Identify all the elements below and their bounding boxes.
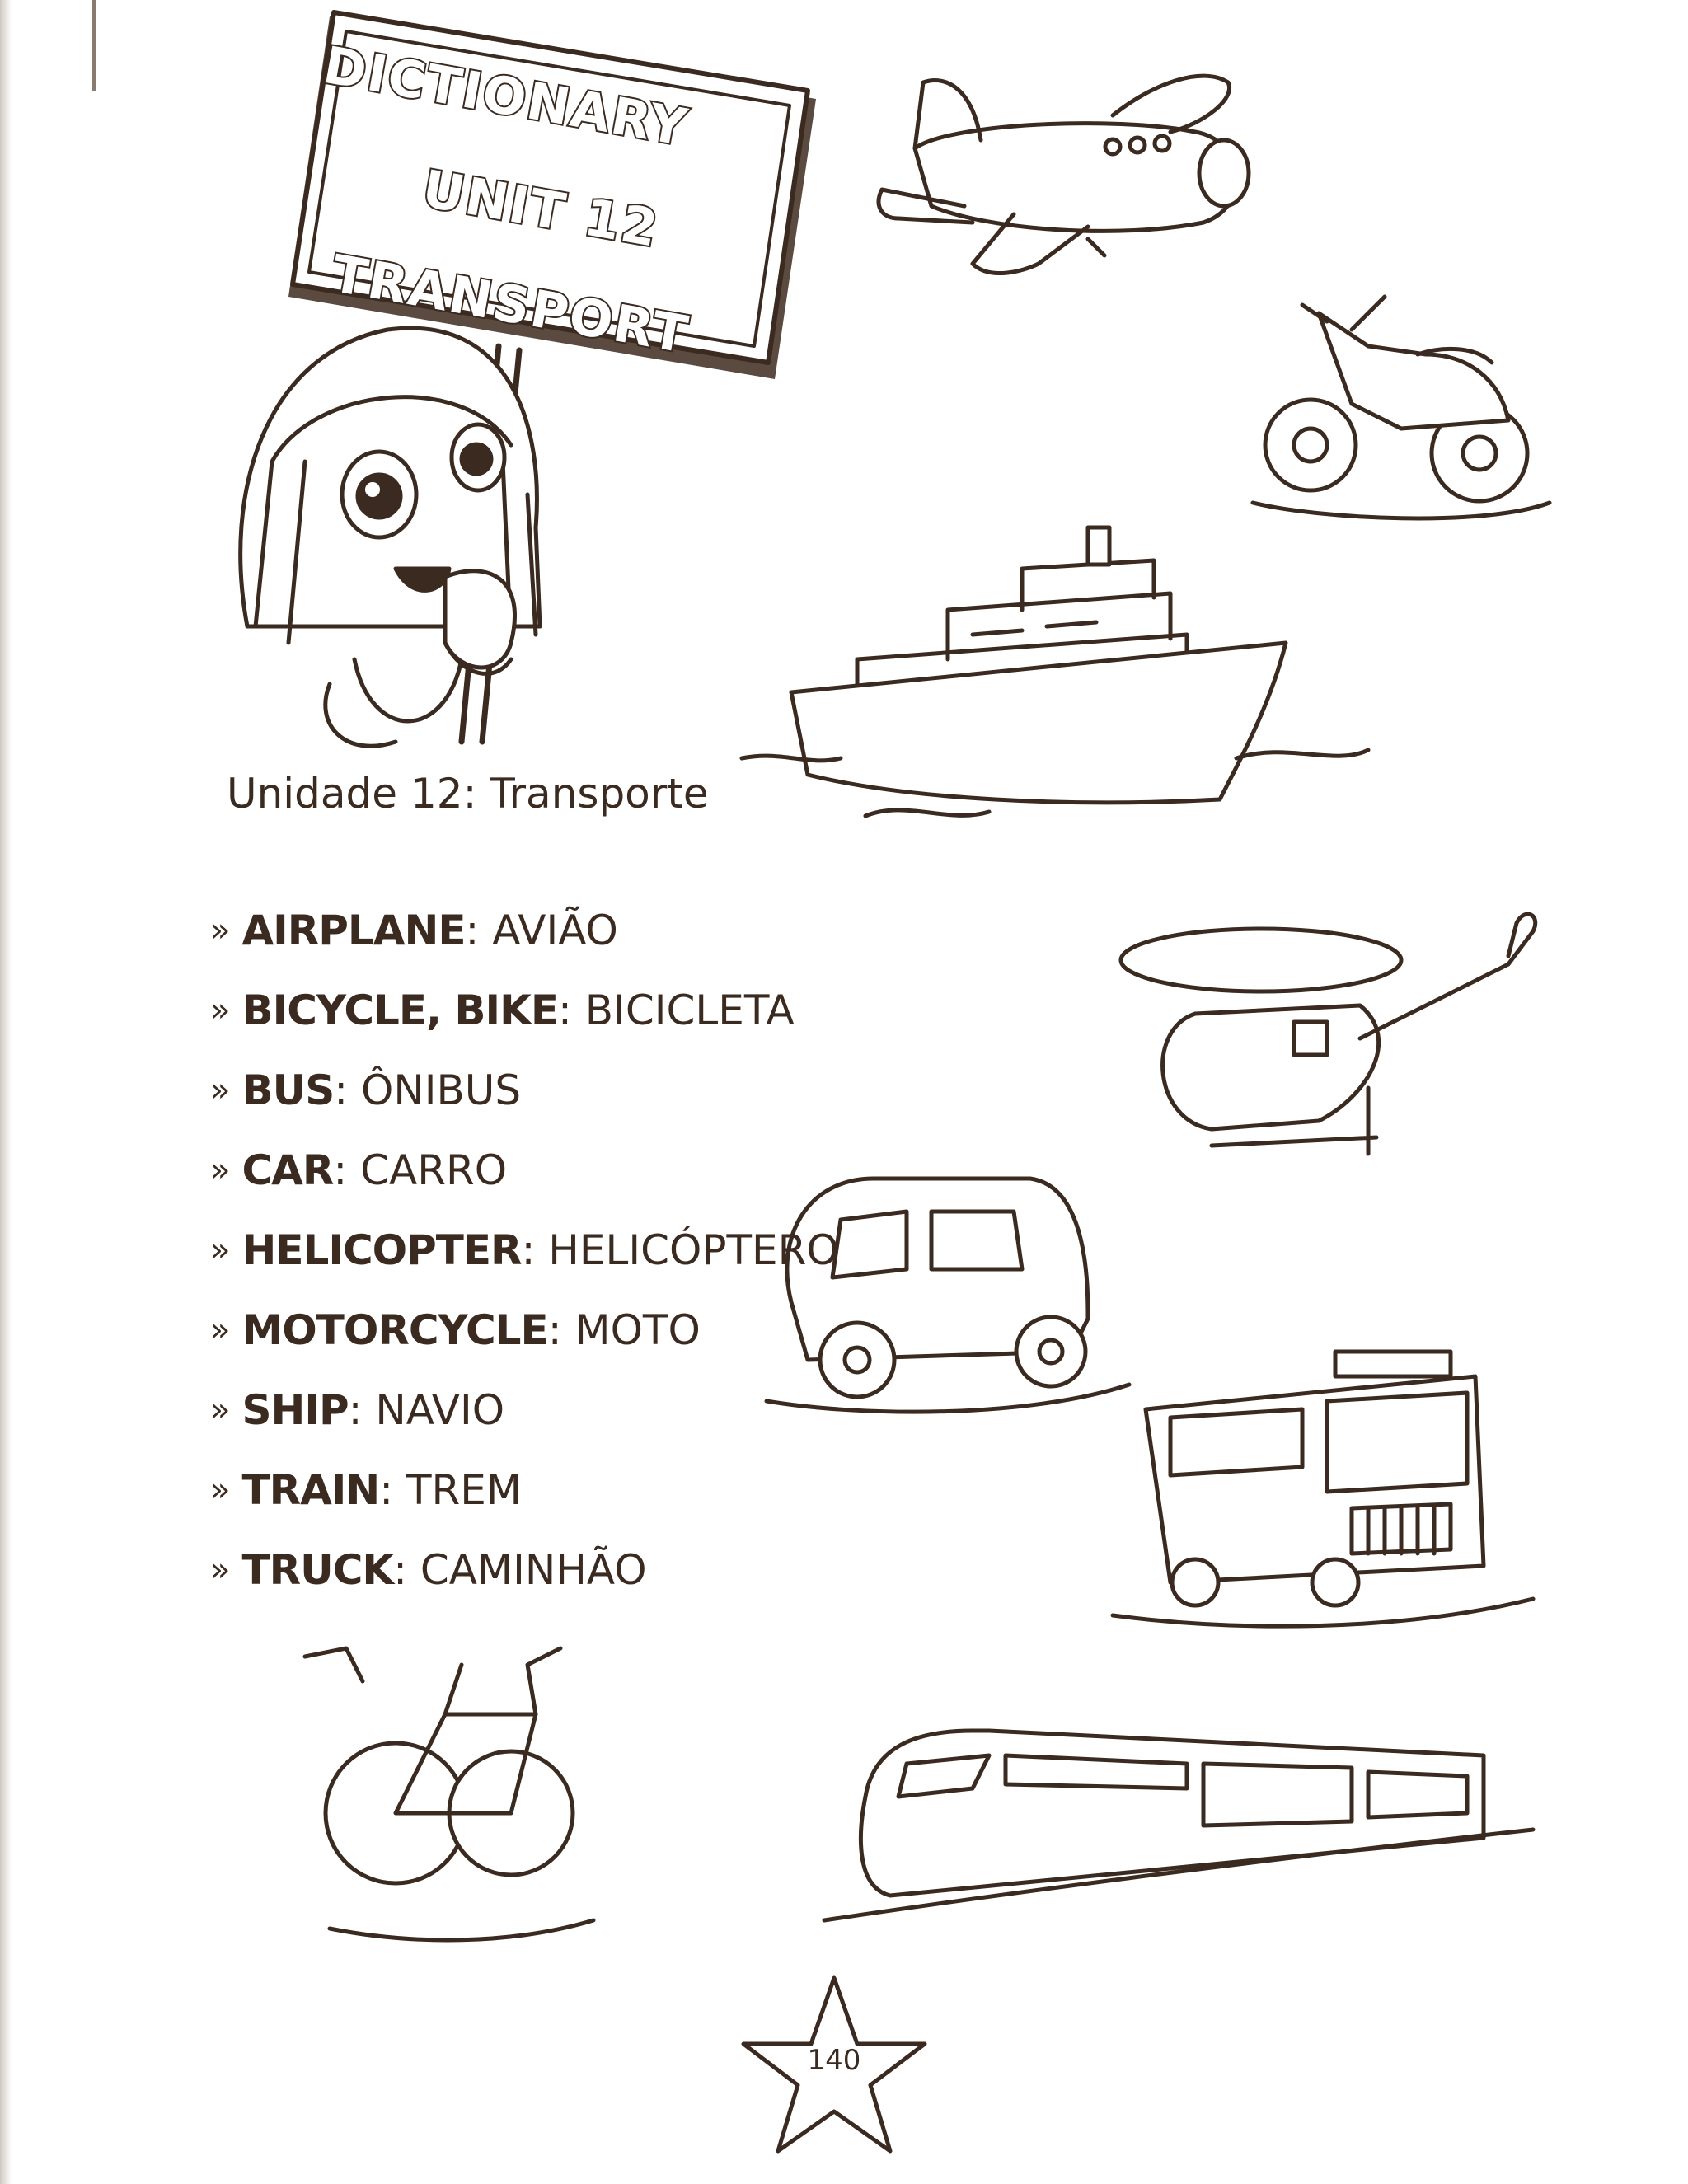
girl-holding-sign-illustration — [238, 10, 816, 748]
bullet-icon: » — [210, 1470, 231, 1509]
list-item: » BICYCLE, BIKE: BICICLETA — [210, 970, 837, 1050]
bullet-icon: » — [210, 1390, 231, 1429]
english-word: AIRPLANE — [241, 906, 466, 954]
bullet-icon: » — [210, 911, 231, 949]
page-subtitle: Unidade 12: Transporte — [227, 770, 709, 818]
list-item: » TRAIN: TREM — [210, 1450, 837, 1530]
list-item: » BUS: ÔNIBUS — [210, 1050, 837, 1130]
english-word: TRUCK — [241, 1545, 394, 1594]
portuguese-word: : CARRO — [333, 1146, 508, 1194]
page-edge-shadow — [0, 0, 12, 2184]
english-word: BICYCLE, BIKE — [241, 986, 559, 1034]
bullet-icon: » — [210, 1310, 231, 1349]
portuguese-word: : MOTO — [547, 1305, 701, 1354]
english-word: TRAIN — [241, 1465, 380, 1514]
list-item: » HELICOPTER: HELICÓPTERO — [210, 1210, 839, 1290]
portuguese-word: : TREM — [379, 1465, 523, 1514]
english-word: BUS — [241, 1066, 335, 1114]
vocabulary-list: » AIRPLANE: AVIÃO » BICYCLE, BIKE: BICICLE… — [210, 890, 839, 1610]
bullet-icon: » — [210, 1151, 231, 1189]
car-illustration — [764, 1176, 1132, 1414]
list-item: » CAR: CARRO — [210, 1130, 837, 1210]
bullet-icon: » — [210, 991, 231, 1029]
portuguese-word: : BICICLETA — [558, 986, 795, 1034]
train-illustration — [822, 1728, 1536, 1923]
helicopter-illustration — [1118, 912, 1538, 1156]
english-word: SHIP — [241, 1385, 349, 1434]
bullet-icon: » — [210, 1550, 231, 1589]
english-word: CAR — [241, 1146, 334, 1194]
portuguese-word: : ÔNIBUS — [334, 1066, 522, 1114]
page-number: 140 — [807, 2044, 861, 2077]
page-edge-line — [92, 0, 96, 91]
list-item: » TRUCK: CAMINHÃO — [210, 1530, 837, 1610]
portuguese-word: : HELICÓPTERO — [521, 1226, 839, 1274]
bullet-icon: » — [210, 1071, 231, 1109]
bus-illustration — [1110, 1349, 1536, 1629]
english-word: MOTORCYCLE — [241, 1305, 548, 1354]
list-item: » AIRPLANE: AVIÃO — [210, 890, 837, 970]
list-item: » SHIP: NAVIO — [210, 1370, 837, 1450]
portuguese-word: : CAMINHÃO — [393, 1545, 647, 1594]
airplane-illustration — [876, 73, 1251, 276]
page-number-star-icon — [741, 1975, 927, 2154]
list-item: » MOTORCYCLE: MOTO — [210, 1290, 837, 1370]
portuguese-word: : AVIÃO — [465, 906, 618, 954]
motorcycle-illustration — [1250, 294, 1552, 521]
ship-illustration — [739, 525, 1371, 818]
portuguese-word: : NAVIO — [348, 1385, 505, 1434]
english-word: HELICOPTER — [241, 1226, 522, 1274]
bullet-icon: » — [210, 1230, 231, 1269]
bicycle-illustration — [302, 1646, 596, 1943]
